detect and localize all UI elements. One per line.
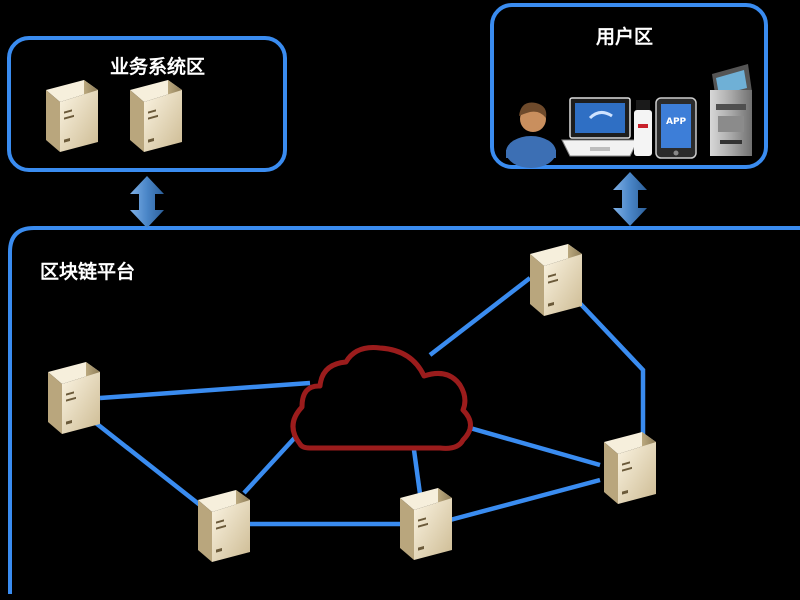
network-link [469,425,601,468]
app-label: APP [666,117,687,127]
server-icon [604,432,656,504]
laptop-icon [561,97,639,157]
server-icon [130,80,182,152]
network-link [449,477,601,523]
server-icon [46,80,98,152]
network-link [573,296,646,440]
network-link [90,418,202,507]
server-icon [400,488,452,560]
usb-key-icon [634,100,652,156]
tablet-icon: APP [655,97,697,159]
server-icon [530,244,582,316]
person-icon [506,102,556,168]
server-icon [198,490,250,562]
network-link [242,430,302,495]
network-link [99,380,311,401]
double-arrow-icon [613,172,647,226]
network-link [428,276,532,357]
user-zone-frame [490,3,768,169]
network-link [411,449,423,495]
platform-zone-label: 区块链平台 [40,260,135,283]
platform-zone-frame [8,226,800,594]
business-zone-label: 业务系统区 [110,55,205,78]
cloud-icon [290,345,473,451]
network-links [90,276,646,527]
kiosk-icon [710,64,752,156]
business-zone-frame [7,36,287,172]
server-icon [48,362,100,434]
double-arrow-icon [130,176,164,228]
user-zone-label: 用户区 [596,25,653,48]
